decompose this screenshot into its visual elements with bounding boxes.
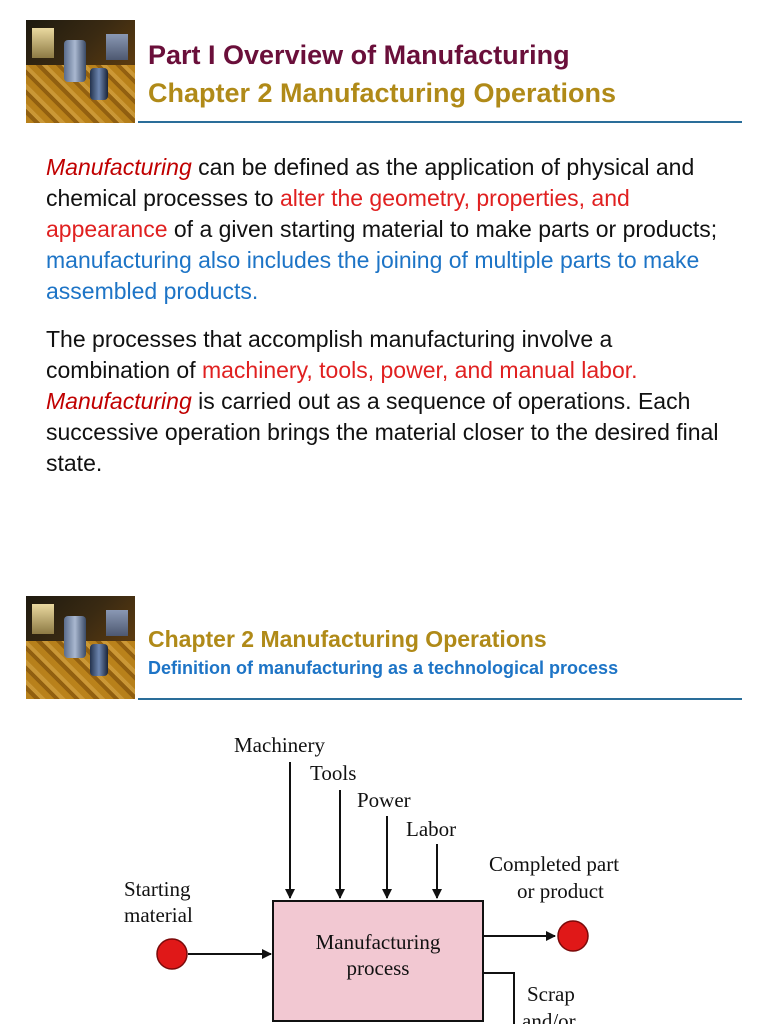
completed-part-dot bbox=[557, 920, 589, 952]
processes-paragraph: The processes that accomplish manufactur… bbox=[46, 324, 736, 479]
input-tools-label: Tools bbox=[310, 761, 356, 785]
term-manufacturing: Manufacturing bbox=[46, 154, 192, 180]
circuit-board-thumbnail bbox=[26, 596, 135, 699]
input-machinery-label: Machinery bbox=[234, 733, 325, 757]
input-power-label: Power bbox=[357, 788, 411, 812]
chapter-title: Chapter 2 Manufacturing Operations bbox=[148, 78, 617, 108]
processes-text: The processes that accomplish manufactur… bbox=[46, 326, 613, 383]
definition-emphasis: alter the geometry, properties, and appe… bbox=[46, 185, 630, 242]
completed-part-label-2: or product bbox=[517, 879, 604, 903]
process-diagram: Machinery Tools Power Labor Manufacturin… bbox=[124, 733, 619, 1024]
scrap-line bbox=[483, 972, 515, 1024]
scrap-label-2: and/or bbox=[522, 1009, 576, 1024]
slide2-divider bbox=[138, 698, 742, 700]
title-divider bbox=[138, 121, 742, 123]
slide2-title: Chapter 2 Manufacturing Operations bbox=[148, 626, 547, 652]
completed-part-label-1: Completed part bbox=[489, 852, 619, 876]
definition-text-2: of a given starting material to make par… bbox=[167, 216, 718, 242]
definition-paragraph: Manufacturing can be defined as the appl… bbox=[46, 152, 736, 307]
process-label-line2: process bbox=[347, 956, 410, 980]
scrap-label-1: Scrap bbox=[527, 982, 575, 1006]
term-manufacturing-2: Manufacturing bbox=[46, 388, 192, 414]
process-label-line1: Manufacturing bbox=[316, 930, 441, 954]
sequence-text: is carried out as a sequence of operatio… bbox=[46, 388, 719, 476]
processes-emphasis: machinery, tools, power, and manual labo… bbox=[201, 357, 638, 383]
starting-material-dot bbox=[156, 938, 188, 970]
slide-overview: Part I Overview of Manufacturing Chapter… bbox=[26, 20, 742, 479]
input-labor-label: Labor bbox=[406, 817, 456, 841]
slide-definition: Chapter 2 Manufacturing Operations Defin… bbox=[0, 580, 768, 1024]
definition-text: can be defined as the application of phy… bbox=[46, 154, 695, 211]
starting-material-label-2: material bbox=[124, 903, 193, 927]
part-title: Part I Overview of Manufacturing bbox=[148, 40, 570, 70]
manufacturing-process-box bbox=[272, 900, 484, 1022]
starting-material-label-1: Starting bbox=[124, 877, 191, 901]
slide2-subtitle: Definition of manufacturing as a technol… bbox=[148, 658, 619, 678]
circuit-board-thumbnail bbox=[26, 20, 135, 123]
definition-joining: manufacturing also includes the joining … bbox=[46, 247, 700, 304]
